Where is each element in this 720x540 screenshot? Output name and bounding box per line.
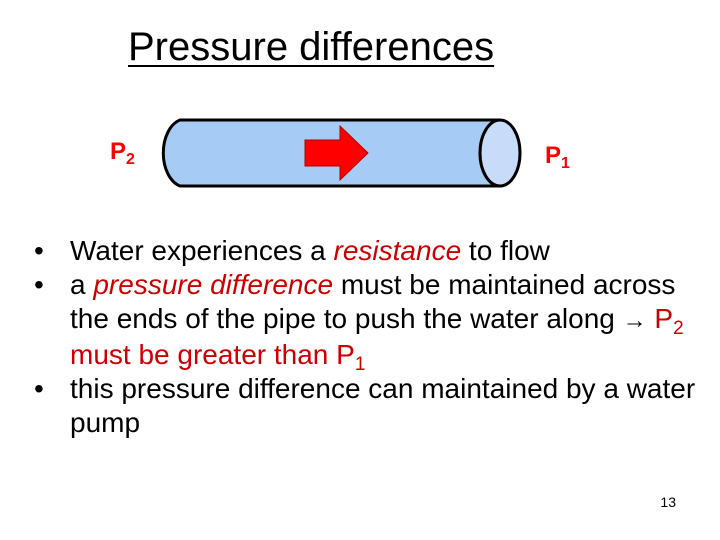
bullet-text: Water experiences a xyxy=(70,235,334,266)
pressure-label-p1: P1 xyxy=(545,142,570,172)
bullet-list: • Water experiences a resistance to flow… xyxy=(34,234,704,440)
p1-subscript: 1 xyxy=(561,155,570,172)
p1-letter: P xyxy=(545,142,562,169)
bullet-text: to flow xyxy=(461,235,550,266)
pressure-label-p2: P2 xyxy=(110,138,135,168)
pipe-end-opening xyxy=(478,118,522,188)
conclusion-text: must be greater than P xyxy=(70,339,355,370)
bullet-text: must be maintained across the ends of th… xyxy=(70,269,676,334)
slide-title: Pressure differences xyxy=(128,25,495,69)
conclusion-p1-subscript: 1 xyxy=(354,354,366,375)
highlight-resistance: resistance xyxy=(333,235,462,266)
bullet-text: this pressure difference can maintained … xyxy=(70,373,696,438)
right-arrow-icon: → xyxy=(622,307,647,334)
bullet-dot: • xyxy=(34,235,44,266)
page-number: 13 xyxy=(660,494,676,510)
bullet-item: • Water experiences a resistance to flow xyxy=(34,234,704,268)
bullet-item: • this pressure difference can maintaine… xyxy=(34,372,704,440)
flow-arrow-icon xyxy=(304,124,369,182)
conclusion-p2-subscript: 2 xyxy=(673,318,684,339)
highlight-pressure-difference: pressure difference xyxy=(93,269,334,300)
p2-subscript: 2 xyxy=(126,151,135,168)
bullet-dot: • xyxy=(34,373,44,404)
bullet-dot: • xyxy=(34,269,44,300)
bullet-item: • a pressure difference must be maintain… xyxy=(34,268,704,375)
conclusion-p2: P xyxy=(654,303,674,334)
p2-letter: P xyxy=(110,138,127,165)
bullet-text: a xyxy=(70,269,94,300)
pipe-diagram xyxy=(161,118,522,188)
